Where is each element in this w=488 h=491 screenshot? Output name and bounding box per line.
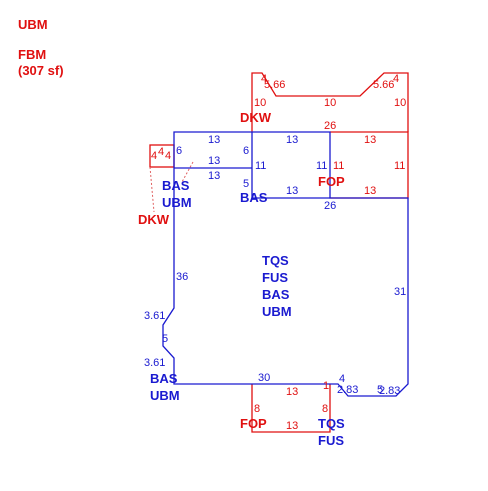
legend-fbm: FBM	[18, 47, 46, 62]
dim-label: 5.66	[373, 79, 394, 91]
dim-label: 8	[254, 403, 260, 415]
blue-dimensions: 13 13 6 13 13 6 11 11 5 13 26 36 31 3.61…	[144, 134, 406, 397]
dim-label: 2.83	[379, 385, 400, 397]
dim-label: 13	[286, 420, 298, 432]
interior-wall-b	[251, 132, 330, 199]
dim-label: 5	[162, 333, 168, 345]
dim-label: 5.66	[264, 79, 285, 91]
area-label-dkw-left: DKW	[138, 212, 170, 227]
dim-label: 13	[208, 155, 220, 167]
area-label-center-bas: BAS	[240, 190, 268, 205]
dim-label: 3.61	[144, 357, 165, 369]
area-label-main: TQS FUS BAS UBM	[262, 253, 293, 319]
dim-label: 11	[316, 160, 327, 172]
red-dashed-leaders	[149, 161, 194, 213]
dim-label: 13	[208, 170, 220, 182]
dim-label: 10	[324, 97, 336, 109]
dim-label: 11	[333, 160, 344, 172]
dim-label: 11	[394, 160, 405, 172]
area-label-fop-bottom: FOP	[240, 416, 267, 431]
area-label-fop-right: FOP	[318, 174, 345, 189]
red-dimensions: 4 5.66 4 5.66 10 10 10 26 13 11 11 13 4 …	[151, 73, 406, 432]
legend-fbm-area: (307 sf)	[18, 63, 64, 78]
main-building-outline	[162, 131, 409, 397]
legend-ubm: UBM	[18, 17, 48, 32]
dim-label: 1	[323, 380, 329, 392]
dim-label: 11	[255, 160, 266, 172]
dim-label: 5	[243, 178, 249, 190]
dim-label: 13	[208, 134, 220, 146]
dim-label: 13	[286, 386, 298, 398]
dim-label: 13	[364, 134, 376, 146]
dim-label: 3.61	[144, 310, 165, 322]
area-label-left-top: BAS UBM	[162, 178, 193, 210]
dim-label: 4	[393, 73, 399, 85]
dim-label: 6	[176, 145, 182, 157]
dim-label: 26	[324, 200, 336, 212]
area-label-dkw-top: DKW	[240, 110, 272, 125]
dim-label: 4	[165, 150, 171, 162]
dim-label: 36	[176, 271, 188, 283]
dim-label: 30	[258, 372, 270, 384]
area-label-bottom-right: TQS FUS	[318, 416, 348, 448]
dim-label: 4	[339, 373, 345, 385]
dim-label: 2.83	[337, 384, 358, 396]
dim-label: 4	[261, 73, 267, 85]
dim-label: 13	[286, 134, 298, 146]
dkw-deck-top-outline	[251, 72, 409, 132]
dim-label: 5	[377, 384, 383, 396]
dim-label: 13	[286, 185, 298, 197]
blue-outlines	[162, 131, 409, 397]
dim-label: 31	[394, 286, 406, 298]
dim-label: 13	[364, 185, 376, 197]
dim-label: 4	[158, 146, 164, 158]
area-label-left-bottom: BAS UBM	[150, 371, 181, 403]
dim-label: 26	[324, 120, 336, 132]
dim-label: 8	[322, 403, 328, 415]
dim-label: 10	[394, 97, 406, 109]
dim-label: 10	[254, 97, 266, 109]
fop-porch-bottom-outline	[251, 384, 331, 433]
dim-label: 6	[243, 145, 249, 157]
dim-label: 4	[151, 150, 157, 162]
